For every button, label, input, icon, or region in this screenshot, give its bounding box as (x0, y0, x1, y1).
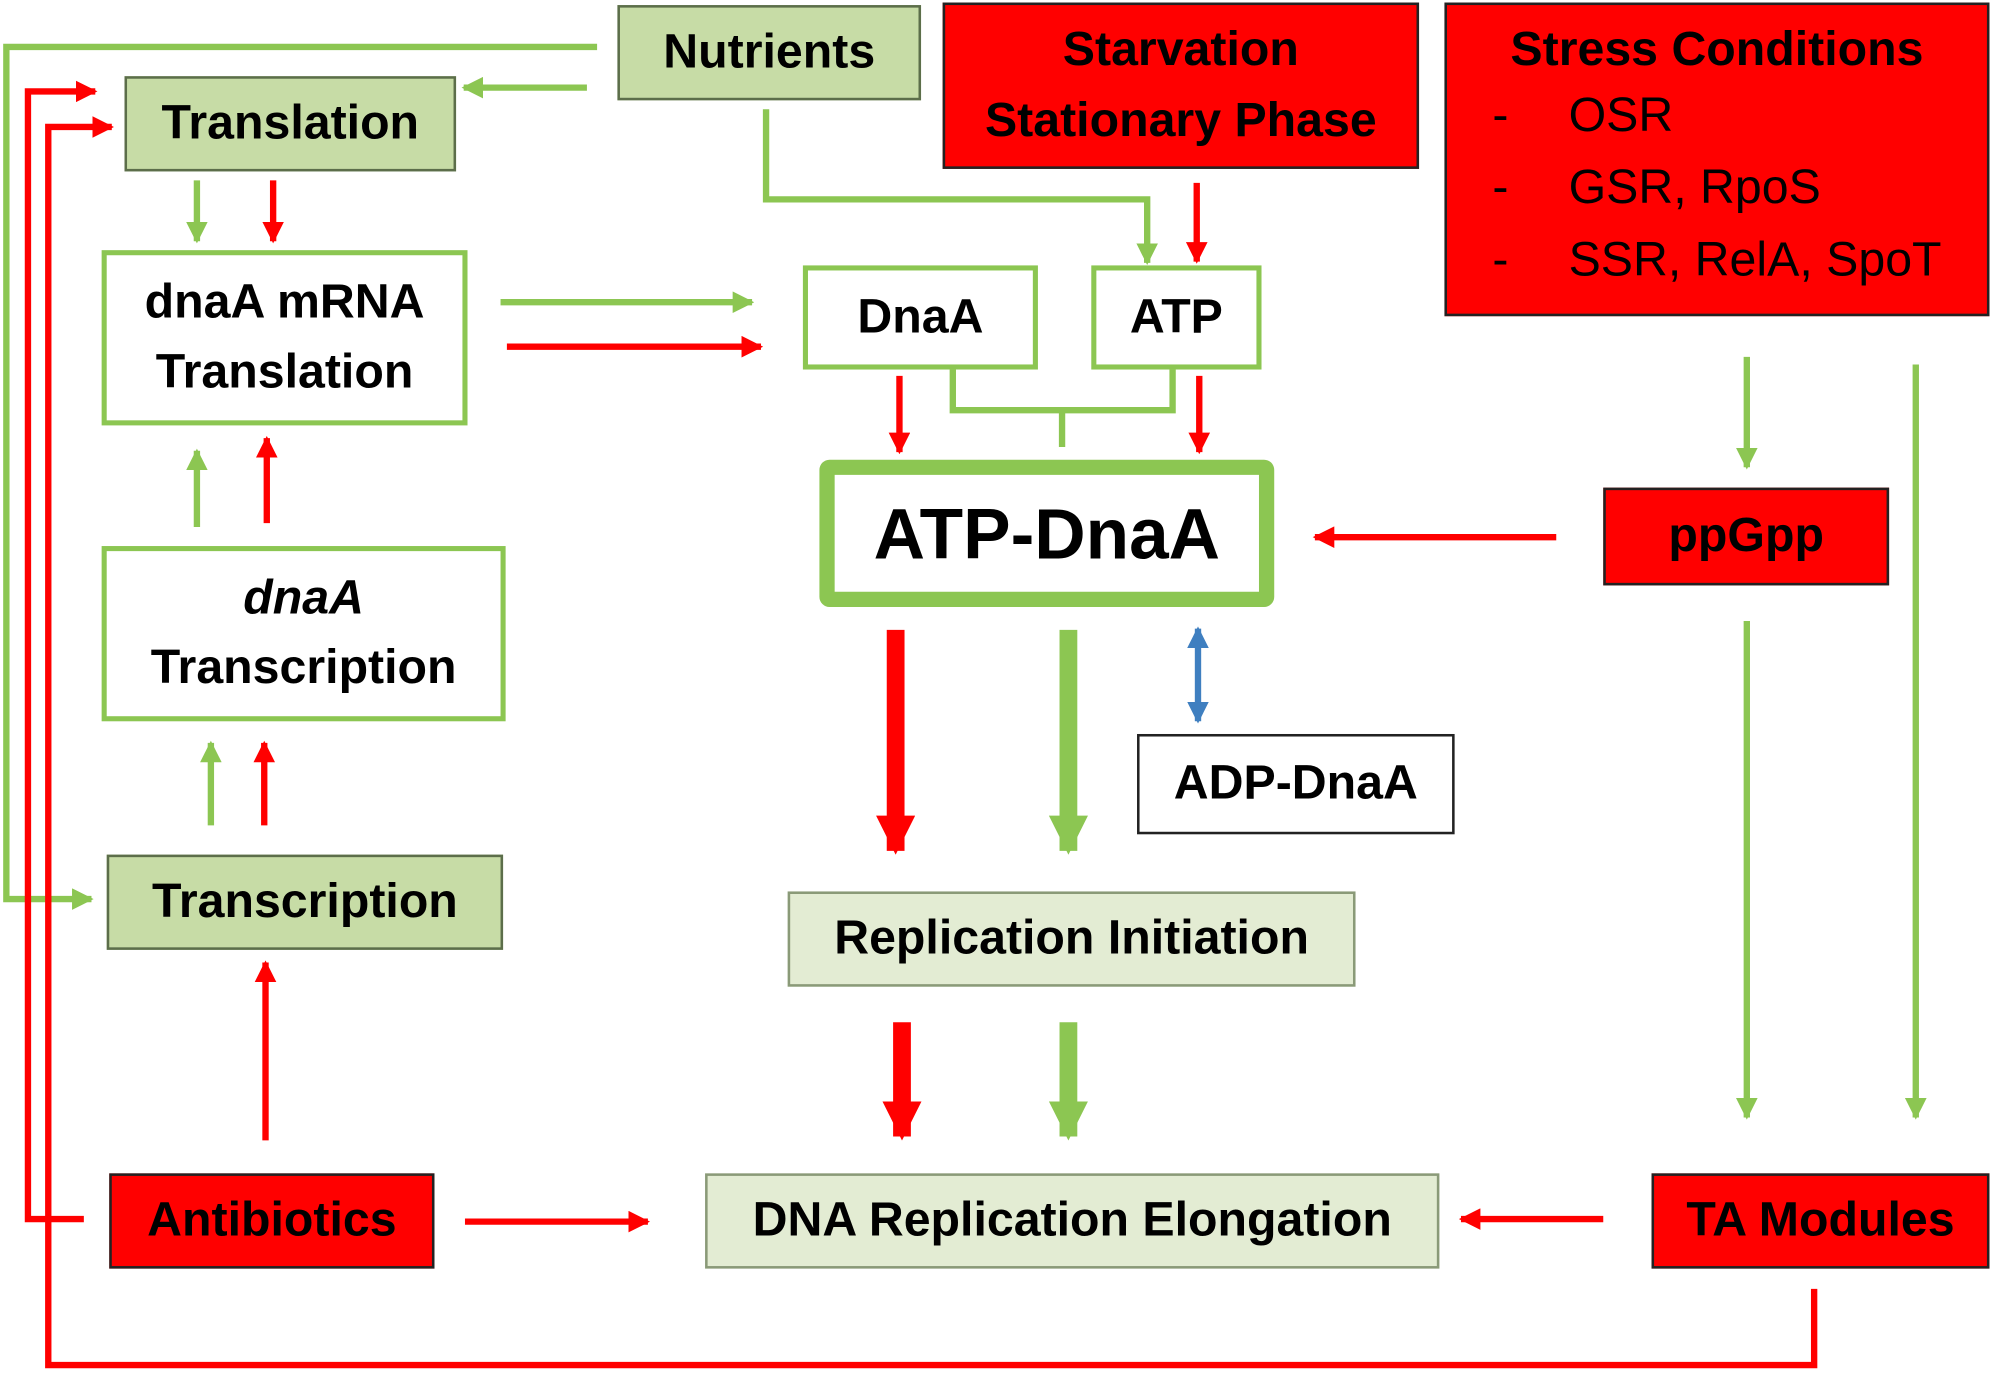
stress-conditions-list: -OSR -GSR, RpoS -SSR, RelA, SpoT (1492, 79, 1941, 296)
dnaa-mrna-translation-box: dnaA mRNA Translation (101, 250, 468, 426)
dnaa-atp-bracket (949, 365, 1176, 447)
dna-replication-elongation-box: DNA Replication Elongation (705, 1173, 1440, 1269)
nutrients-box: Nutrients (617, 5, 922, 101)
adp-dnaa-label: ADP-DnaA (1173, 756, 1418, 811)
nutrients-label: Nutrients (663, 25, 876, 79)
dna-replication-elongation-label: DNA Replication Elongation (752, 1193, 1392, 1248)
atp-box: ATP (1091, 265, 1262, 370)
nutrients-to-atp-arrow (762, 109, 1158, 266)
dnaa-transcription-label: Transcription (150, 641, 457, 695)
replication-initiation-box: Replication Initiation (787, 891, 1356, 987)
stress-conditions-title: Stress Conditions (1510, 22, 1924, 76)
stress-condition-item: -SSR, RelA, SpoT (1492, 233, 1942, 287)
starvation-label-line2: Stationary Phase (984, 93, 1377, 147)
ta-modules-label: TA Modules (1686, 1193, 1955, 1248)
replication-initiation-label: Replication Initiation (834, 911, 1309, 966)
starvation-label-line1: Starvation (1062, 23, 1299, 77)
antibiotics-label: Antibiotics (147, 1193, 397, 1248)
translation-box: Translation (124, 76, 457, 172)
dnaa-mrna-line2: Translation (155, 345, 414, 399)
stress-condition-item: -OSR (1492, 88, 1674, 142)
dnaa-box: DnaA (802, 265, 1038, 370)
ppgpp-box: ppGpp (1603, 487, 1890, 586)
ta-modules-box: TA Modules (1651, 1173, 1990, 1269)
stress-condition-item: -GSR, RpoS (1492, 160, 1821, 214)
translation-label: Translation (161, 96, 420, 150)
antibiotics-feedback-to-translation (24, 80, 98, 1223)
transcription-box: Transcription (106, 854, 504, 950)
nutrients-feedback-to-transcription (3, 43, 598, 910)
dnaa-mrna-line1: dnaA mRNA (144, 275, 425, 329)
transcription-label: Transcription (151, 874, 458, 929)
ppgpp-label: ppGpp (1668, 509, 1824, 563)
antibiotics-box: Antibiotics (109, 1173, 435, 1269)
atp-dnaa-label: ATP-DnaA (873, 493, 1221, 574)
starvation-box: Starvation Stationary Phase (942, 2, 1420, 169)
dnaa-gene-label: dnaA (243, 571, 364, 625)
dnaa-label: DnaA (857, 290, 984, 344)
dnaa-transcription-box: dnaA Transcription (101, 546, 506, 722)
atp-label: ATP (1129, 290, 1223, 344)
adp-dnaa-box: ADP-DnaA (1137, 733, 1455, 835)
stress-conditions-box: Stress Conditions -OSR -GSR, RpoS -SSR, … (1444, 2, 1990, 317)
ta-modules-feedback-to-translation (45, 116, 1818, 1369)
atp-dnaa-box: ATP-DnaA (819, 459, 1275, 607)
